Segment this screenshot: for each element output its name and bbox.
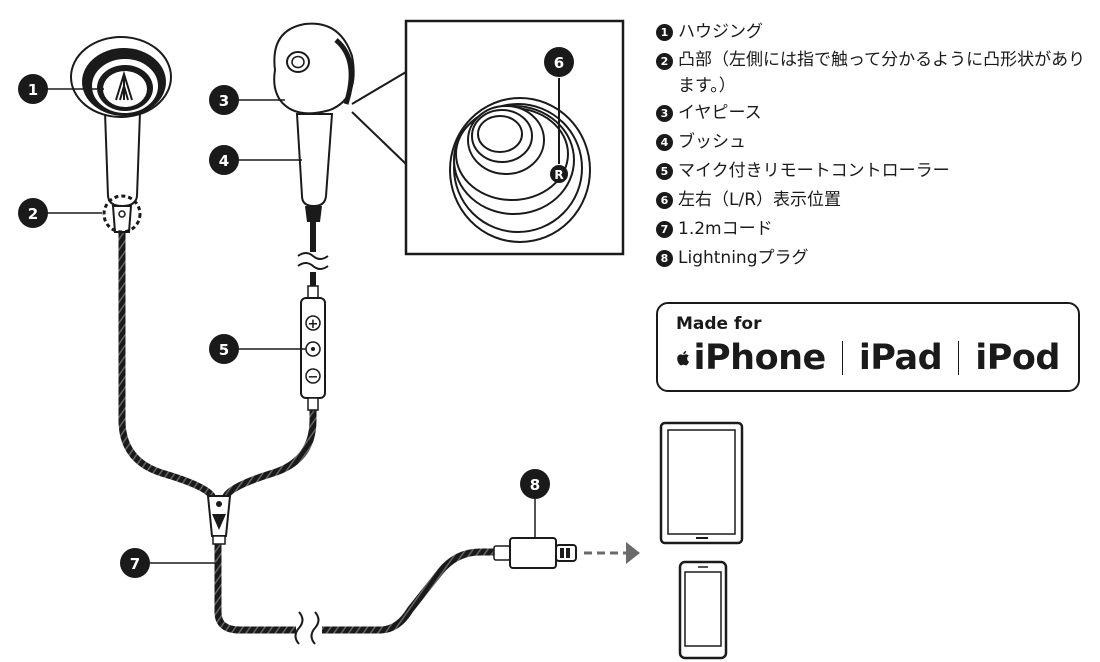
legend-item-6: 6 左右（L/R）表示位置: [656, 186, 1096, 215]
made-for-products: iPhone iPad iPod: [676, 338, 1060, 378]
svg-text:4: 4: [219, 152, 229, 170]
legend-label: 左右（L/R）表示位置: [678, 190, 842, 210]
product-ipod: iPod: [975, 338, 1060, 378]
legend-label: ハウジング: [678, 22, 763, 42]
callout-1: 1: [18, 74, 48, 104]
right-earbud: [273, 22, 355, 222]
svg-text:8: 8: [530, 476, 540, 494]
callout-6: 6: [544, 47, 574, 77]
legend-label: Lightningプラグ: [678, 248, 809, 268]
lightning-plug: [493, 537, 577, 569]
legend-number: 4: [656, 134, 673, 151]
legend-label: 1.2mコード: [678, 219, 773, 239]
legend-number: 7: [656, 221, 673, 238]
svg-text:6: 6: [554, 54, 564, 72]
bump-highlight: [102, 194, 142, 234]
remote-controller: + −: [300, 285, 326, 411]
cord-break-icon: [294, 611, 320, 645]
product-iphone: iPhone: [693, 338, 827, 378]
left-earbud: [70, 36, 172, 234]
made-for-badge: Made for iPhone iPad iPod: [656, 302, 1080, 392]
legend-item-3: 3 イヤピース: [656, 99, 1096, 128]
volume-up-button: +: [305, 315, 321, 332]
plus-symbol: +: [308, 317, 319, 332]
legend-item-1: 1 ハウジング: [656, 18, 1096, 47]
legend-number: 1: [656, 24, 673, 41]
volume-down-button: −: [305, 368, 321, 385]
legend-item-7: 7 1.2mコード: [656, 215, 1096, 244]
left-cord: [118, 228, 216, 500]
made-for-text: Made for: [676, 314, 762, 334]
apple-logo-icon: [677, 350, 690, 366]
svg-text:1: 1: [28, 81, 38, 99]
legend-number: 8: [656, 250, 673, 267]
legend-item-8: 8 Lightningプラグ: [656, 244, 1096, 273]
svg-text:3: 3: [219, 92, 229, 110]
separator: [841, 341, 843, 375]
parts-legend: 1 ハウジング 2 凸部（左側には指で触って分かるように凸形状があります。） 3…: [656, 18, 1096, 273]
legend-number: 2: [656, 53, 673, 70]
lr-marker: R: [550, 165, 568, 183]
legend-item-5: 5 マイク付きリモートコントローラー: [656, 157, 1096, 186]
cord-splitter: [206, 495, 232, 545]
legend-number: 3: [656, 105, 673, 122]
svg-text:5: 5: [219, 341, 229, 359]
cord-group: [118, 218, 496, 634]
iphone-icon: [678, 560, 728, 660]
callout-7: 7: [120, 548, 150, 578]
lr-marker-text: R: [554, 168, 563, 182]
legend-number: 6: [656, 192, 673, 209]
legend-label: マイク付きリモートコントローラー: [678, 161, 950, 181]
legend-label: 凸部（左側には指で触って分かるように凸形状があります。）: [678, 50, 1086, 96]
legend-item-4: 4 ブッシュ: [656, 128, 1096, 157]
callout-4: 4: [209, 145, 239, 175]
right-cord: [222, 404, 317, 500]
svg-text:7: 7: [130, 555, 140, 573]
legend-item-2: 2 凸部（左側には指で触って分かるように凸形状があります。）: [656, 47, 1096, 99]
product-ipad: iPad: [858, 338, 943, 378]
callout-8: 8: [520, 469, 550, 499]
devices: [659, 421, 744, 660]
zoom-inset: R: [404, 19, 625, 256]
minus-symbol: −: [308, 370, 319, 385]
legend-label: ブッシュ: [678, 132, 746, 152]
legend-label: イヤピース: [678, 103, 762, 123]
brand-logo-icon: [115, 70, 133, 101]
leader-lines: [46, 88, 536, 564]
callout-2: 2: [18, 198, 48, 228]
earphone-diagram: R + −: [18, 19, 640, 645]
arrow-right-icon: [584, 542, 640, 564]
svg-text:2: 2: [28, 205, 38, 223]
separator: [958, 341, 960, 375]
cord-break-icon: [297, 252, 329, 270]
callout-5: 5: [209, 334, 239, 364]
center-button: [305, 341, 321, 357]
legend-number: 5: [656, 163, 673, 180]
ipad-icon: [659, 421, 744, 545]
callout-3: 3: [209, 85, 239, 115]
main-cord: [214, 540, 296, 634]
